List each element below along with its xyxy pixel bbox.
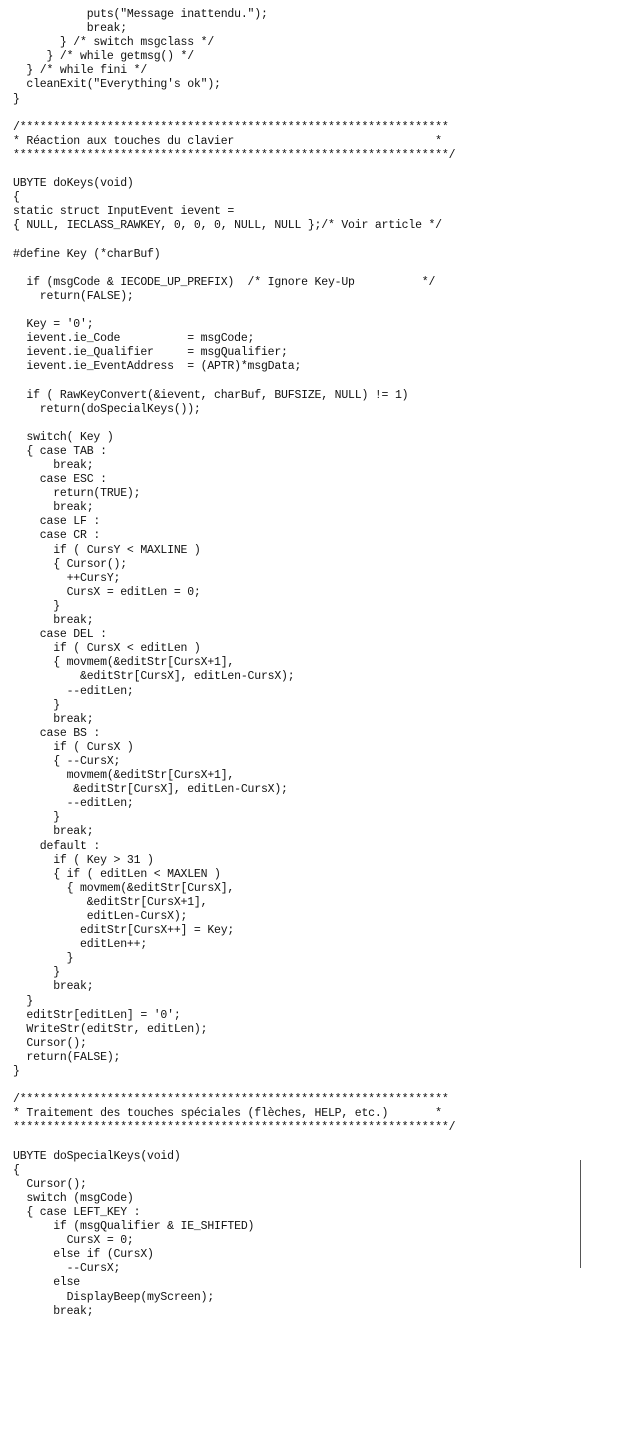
code-line: case BS : <box>13 726 101 740</box>
code-line: --editLen; <box>13 797 134 811</box>
code-line: switch( Key ) <box>13 430 114 444</box>
code-line: ievent.ie_Code = msgCode; <box>13 332 255 346</box>
code-line: switch (msgCode) <box>13 1191 134 1205</box>
code-line: if ( CursY < MAXLINE ) <box>13 543 201 557</box>
code-line: ievent.ie_EventAddress = (APTR)*msgData; <box>13 360 302 374</box>
code-line: { case LEFT_KEY : <box>13 1205 141 1219</box>
code-line: { <box>13 1163 20 1177</box>
code-line: case CR : <box>13 529 101 543</box>
code-line: editLen-CursX); <box>13 910 188 923</box>
code-line: if ( Key > 31 ) <box>13 853 154 867</box>
code-line: DisplayBeep(myScreen); <box>13 1290 215 1304</box>
code-line: cleanExit("Everything's ok"); <box>13 78 221 92</box>
code-line: static struct InputEvent ievent = <box>13 205 235 219</box>
code-line <box>13 374 455 388</box>
code-line: { if ( editLen < MAXLEN ) <box>13 867 221 881</box>
code-line: return(FALSE); <box>13 1050 121 1064</box>
code-line: Cursor(); <box>13 1036 87 1050</box>
code-line: UBYTE doKeys(void) <box>13 177 134 191</box>
code-line: case ESC : <box>13 473 107 487</box>
code-line: if ( CursX ) <box>13 740 134 754</box>
code-line: &editStr[CursX], editLen-CursX); <box>13 670 295 684</box>
code-line: break; <box>13 1304 94 1318</box>
code-line: { --CursX; <box>13 754 121 768</box>
code-line: } <box>13 966 60 980</box>
code-line: else <box>13 1276 81 1290</box>
code-line <box>13 1079 455 1093</box>
code-line: editStr[CursX++] = Key; <box>13 924 235 938</box>
code-line: } /* while fini */ <box>13 64 148 78</box>
code-line: break; <box>13 614 94 628</box>
code-line: ++CursY; <box>13 571 121 585</box>
source-code-listing: puts("Message inattendu."); break; } /* … <box>13 8 455 1319</box>
code-line: UBYTE doSpecialKeys(void) <box>13 1149 181 1163</box>
code-line: } <box>13 92 20 106</box>
code-line <box>13 107 455 121</box>
code-line: /***************************************… <box>13 1093 449 1107</box>
code-line <box>13 1136 455 1150</box>
code-line: movmem(&editStr[CursX+1], <box>13 769 235 783</box>
code-line: { NULL, IECLASS_RAWKEY, 0, 0, 0, NULL, N… <box>13 219 442 233</box>
code-line: ievent.ie_Qualifier = msgQualifier; <box>13 346 288 360</box>
code-line: return(TRUE); <box>13 487 141 501</box>
code-line: case DEL : <box>13 628 107 642</box>
code-line <box>13 163 455 177</box>
code-line: } <box>13 1065 20 1079</box>
code-line: return(FALSE); <box>13 289 134 303</box>
code-line: #define Key (*charBuf) <box>13 247 161 261</box>
code-line <box>13 417 455 431</box>
code-line: WriteStr(editStr, editLen); <box>13 1022 208 1036</box>
code-line: { <box>13 191 20 205</box>
code-line: --editLen; <box>13 684 134 698</box>
code-line: editStr[editLen] = '0'; <box>13 1008 181 1022</box>
code-line: { case TAB : <box>13 444 107 458</box>
code-line: break; <box>13 501 94 515</box>
code-line: if ( CursX < editLen ) <box>13 642 201 656</box>
code-line: &editStr[CursX], editLen-CursX); <box>13 783 288 797</box>
code-line: &editStr[CursX+1], <box>13 895 208 909</box>
code-line <box>13 262 455 276</box>
code-line: } <box>13 698 60 712</box>
code-line: } <box>13 952 74 966</box>
code-line: if (msgQualifier & IE_SHIFTED) <box>13 1220 255 1234</box>
code-line: case LF : <box>13 515 101 529</box>
code-line: /***************************************… <box>13 120 449 134</box>
code-line: Cursor(); <box>13 1177 87 1191</box>
code-line: } <box>13 811 60 825</box>
code-line: return(doSpecialKeys()); <box>13 402 201 416</box>
code-line: break; <box>13 712 94 726</box>
code-line: { movmem(&editStr[CursX], <box>13 881 235 895</box>
code-line: break; <box>13 980 94 994</box>
code-line: ****************************************… <box>13 1121 456 1135</box>
code-line: editLen++; <box>13 938 148 952</box>
code-line: break; <box>13 459 94 472</box>
code-line: ****************************************… <box>13 148 456 162</box>
code-line <box>13 234 455 248</box>
code-line: break; <box>13 825 94 839</box>
code-line: if ( RawKeyConvert(&ievent, charBuf, BUF… <box>13 388 409 402</box>
code-line: } /* switch msgclass */ <box>13 36 215 50</box>
code-line: break; <box>13 22 127 36</box>
code-line: CursX = editLen = 0; <box>13 585 201 599</box>
code-line <box>13 304 455 318</box>
code-line: if (msgCode & IECODE_UP_PREFIX) /* Ignor… <box>13 275 436 289</box>
code-line: { movmem(&editStr[CursX+1], <box>13 656 235 670</box>
code-line: } <box>13 994 34 1008</box>
code-line: * Traitement des touches spéciales (flèc… <box>13 1107 442 1121</box>
code-line: default : <box>13 839 101 853</box>
code-line: CursX = 0; <box>13 1234 134 1248</box>
margin-vertical-rule <box>580 1160 581 1268</box>
code-line: Key = '0'; <box>13 318 94 332</box>
code-line: } <box>13 599 60 613</box>
code-line: else if (CursX) <box>13 1248 154 1262</box>
code-line: } /* while getmsg() */ <box>13 50 195 64</box>
code-line: puts("Message inattendu."); <box>13 8 268 21</box>
code-line: * Réaction aux touches du clavier * <box>13 134 442 148</box>
code-line: --CursX; <box>13 1262 121 1276</box>
code-line: { Cursor(); <box>13 557 127 571</box>
